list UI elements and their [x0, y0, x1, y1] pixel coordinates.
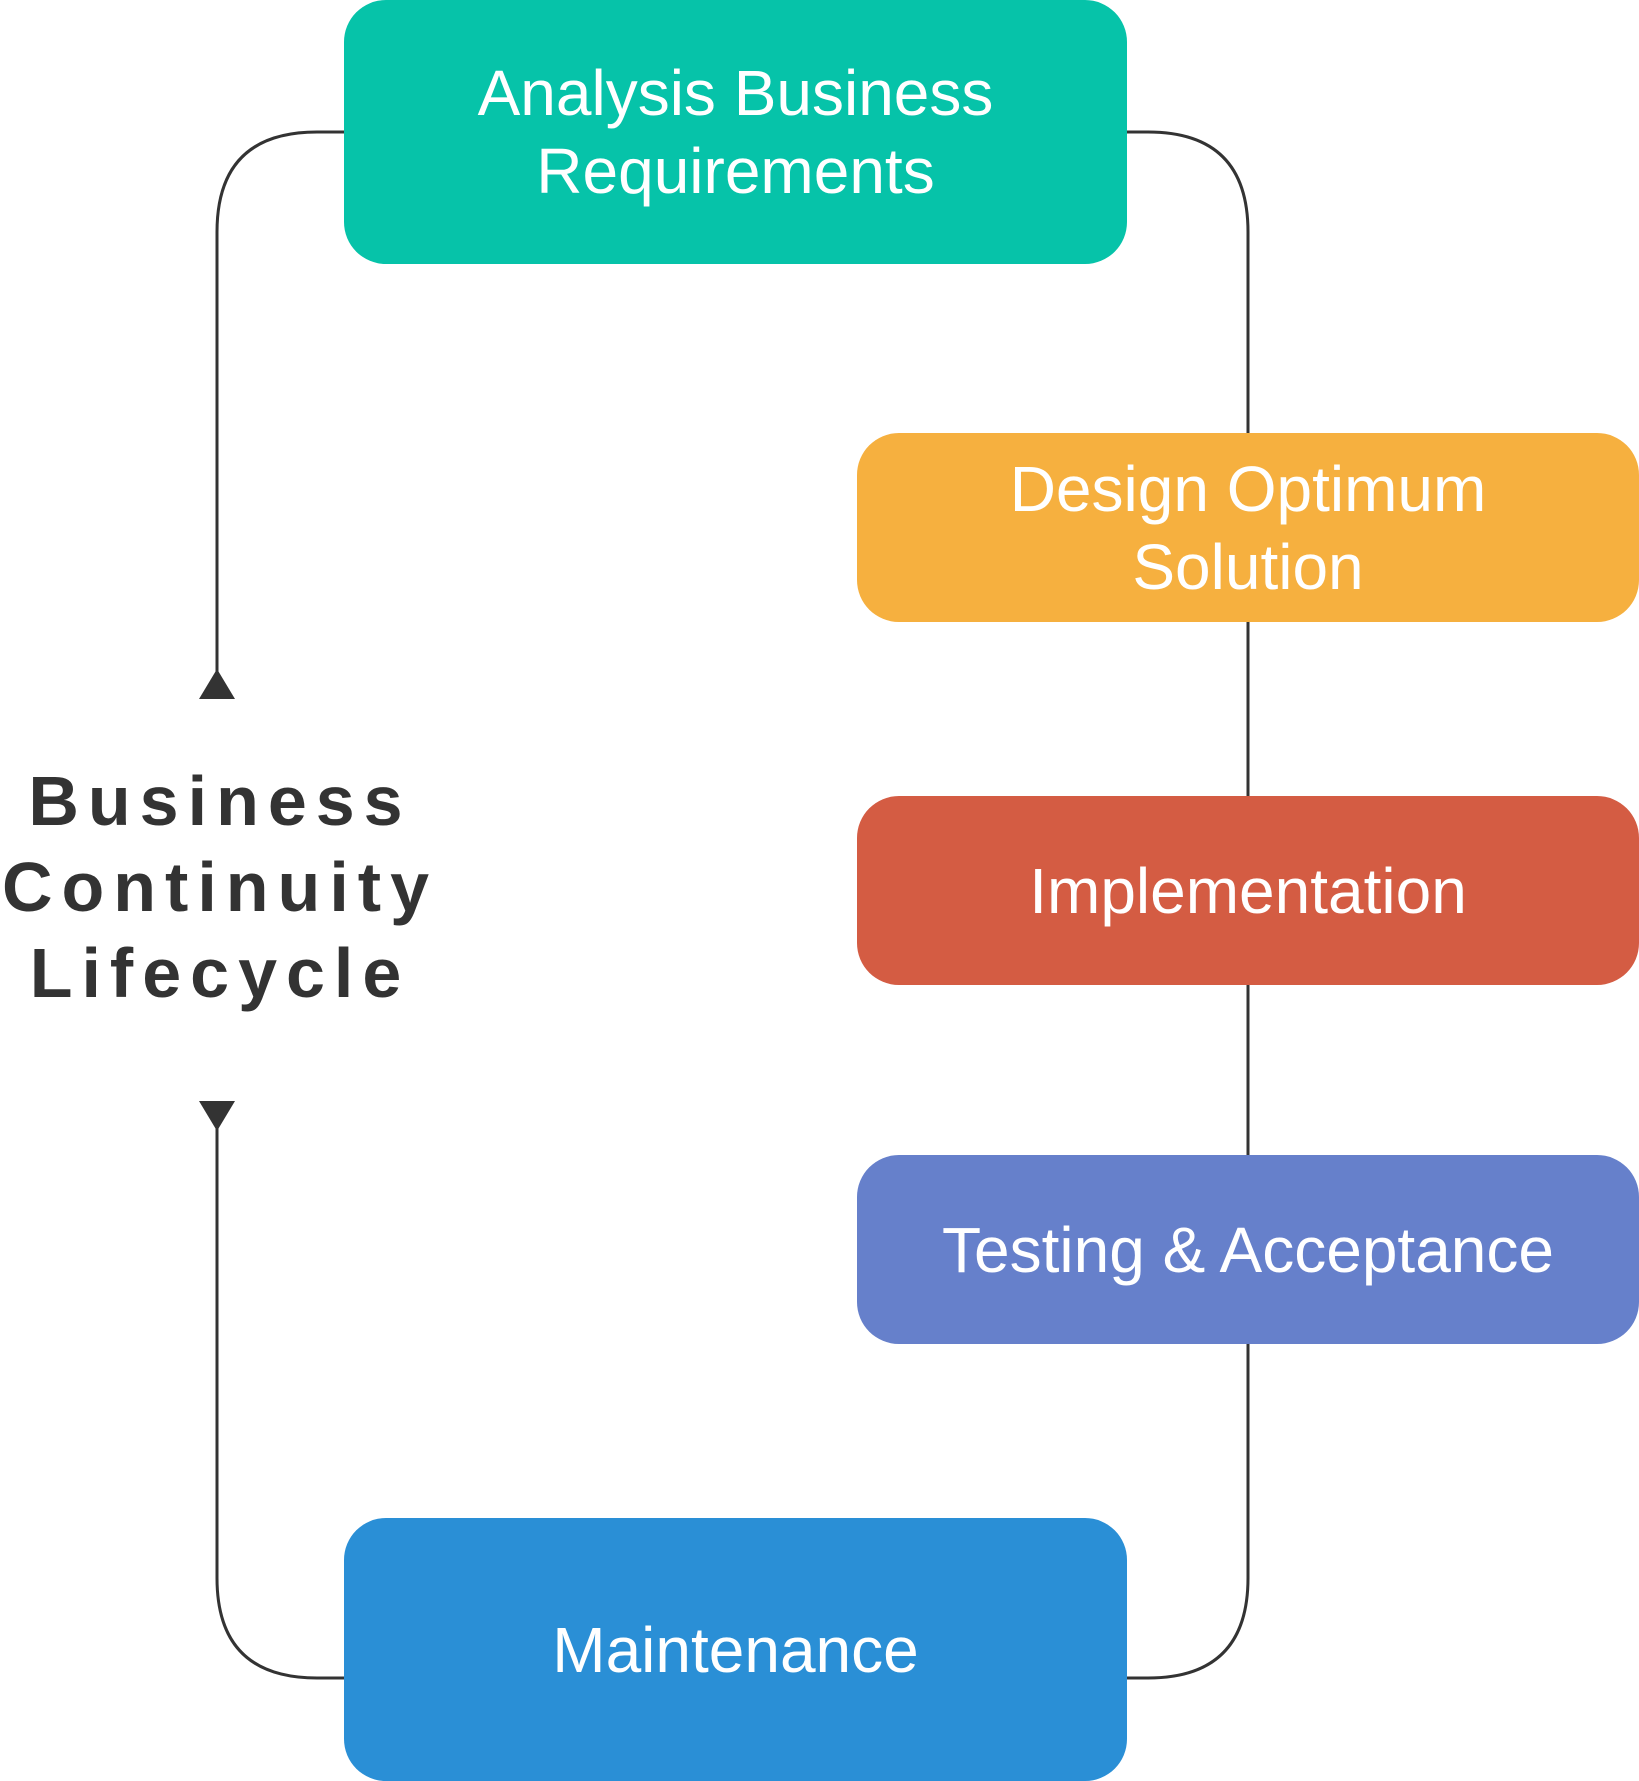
lifecycle-title-line: Lifecycle: [29, 934, 411, 1012]
step-implementation: Implementation: [857, 796, 1639, 985]
step-label-line: Implementation: [1029, 854, 1467, 927]
step-testing-acceptance: Testing & Acceptance: [857, 1155, 1639, 1344]
step-label-line: Testing & Acceptance: [942, 1213, 1554, 1286]
step-design-optimum-solution: Design Optimum Solution: [857, 433, 1639, 622]
step-maintenance: Maintenance: [344, 1518, 1127, 1781]
connector-left-upper: [215, 130, 344, 690]
lifecycle-title: Business Continuity Lifecycle: [0, 758, 440, 1016]
arrow-down-icon: [199, 1101, 235, 1131]
lifecycle-title-line: Continuity: [1, 848, 439, 926]
step-label-line: Solution: [1132, 530, 1364, 603]
arrow-up-icon: [199, 669, 235, 699]
step-label-line: Maintenance: [552, 1613, 919, 1686]
connector-left-lower: [215, 1115, 344, 1680]
step-analysis-business-requirements: Analysis Business Requirements: [344, 0, 1127, 264]
lifecycle-title-line: Business: [28, 762, 412, 840]
step-label-line: Requirements: [536, 135, 935, 207]
step-label-line: Analysis Business: [477, 57, 994, 129]
step-label-line: Design Optimum: [1009, 452, 1487, 525]
